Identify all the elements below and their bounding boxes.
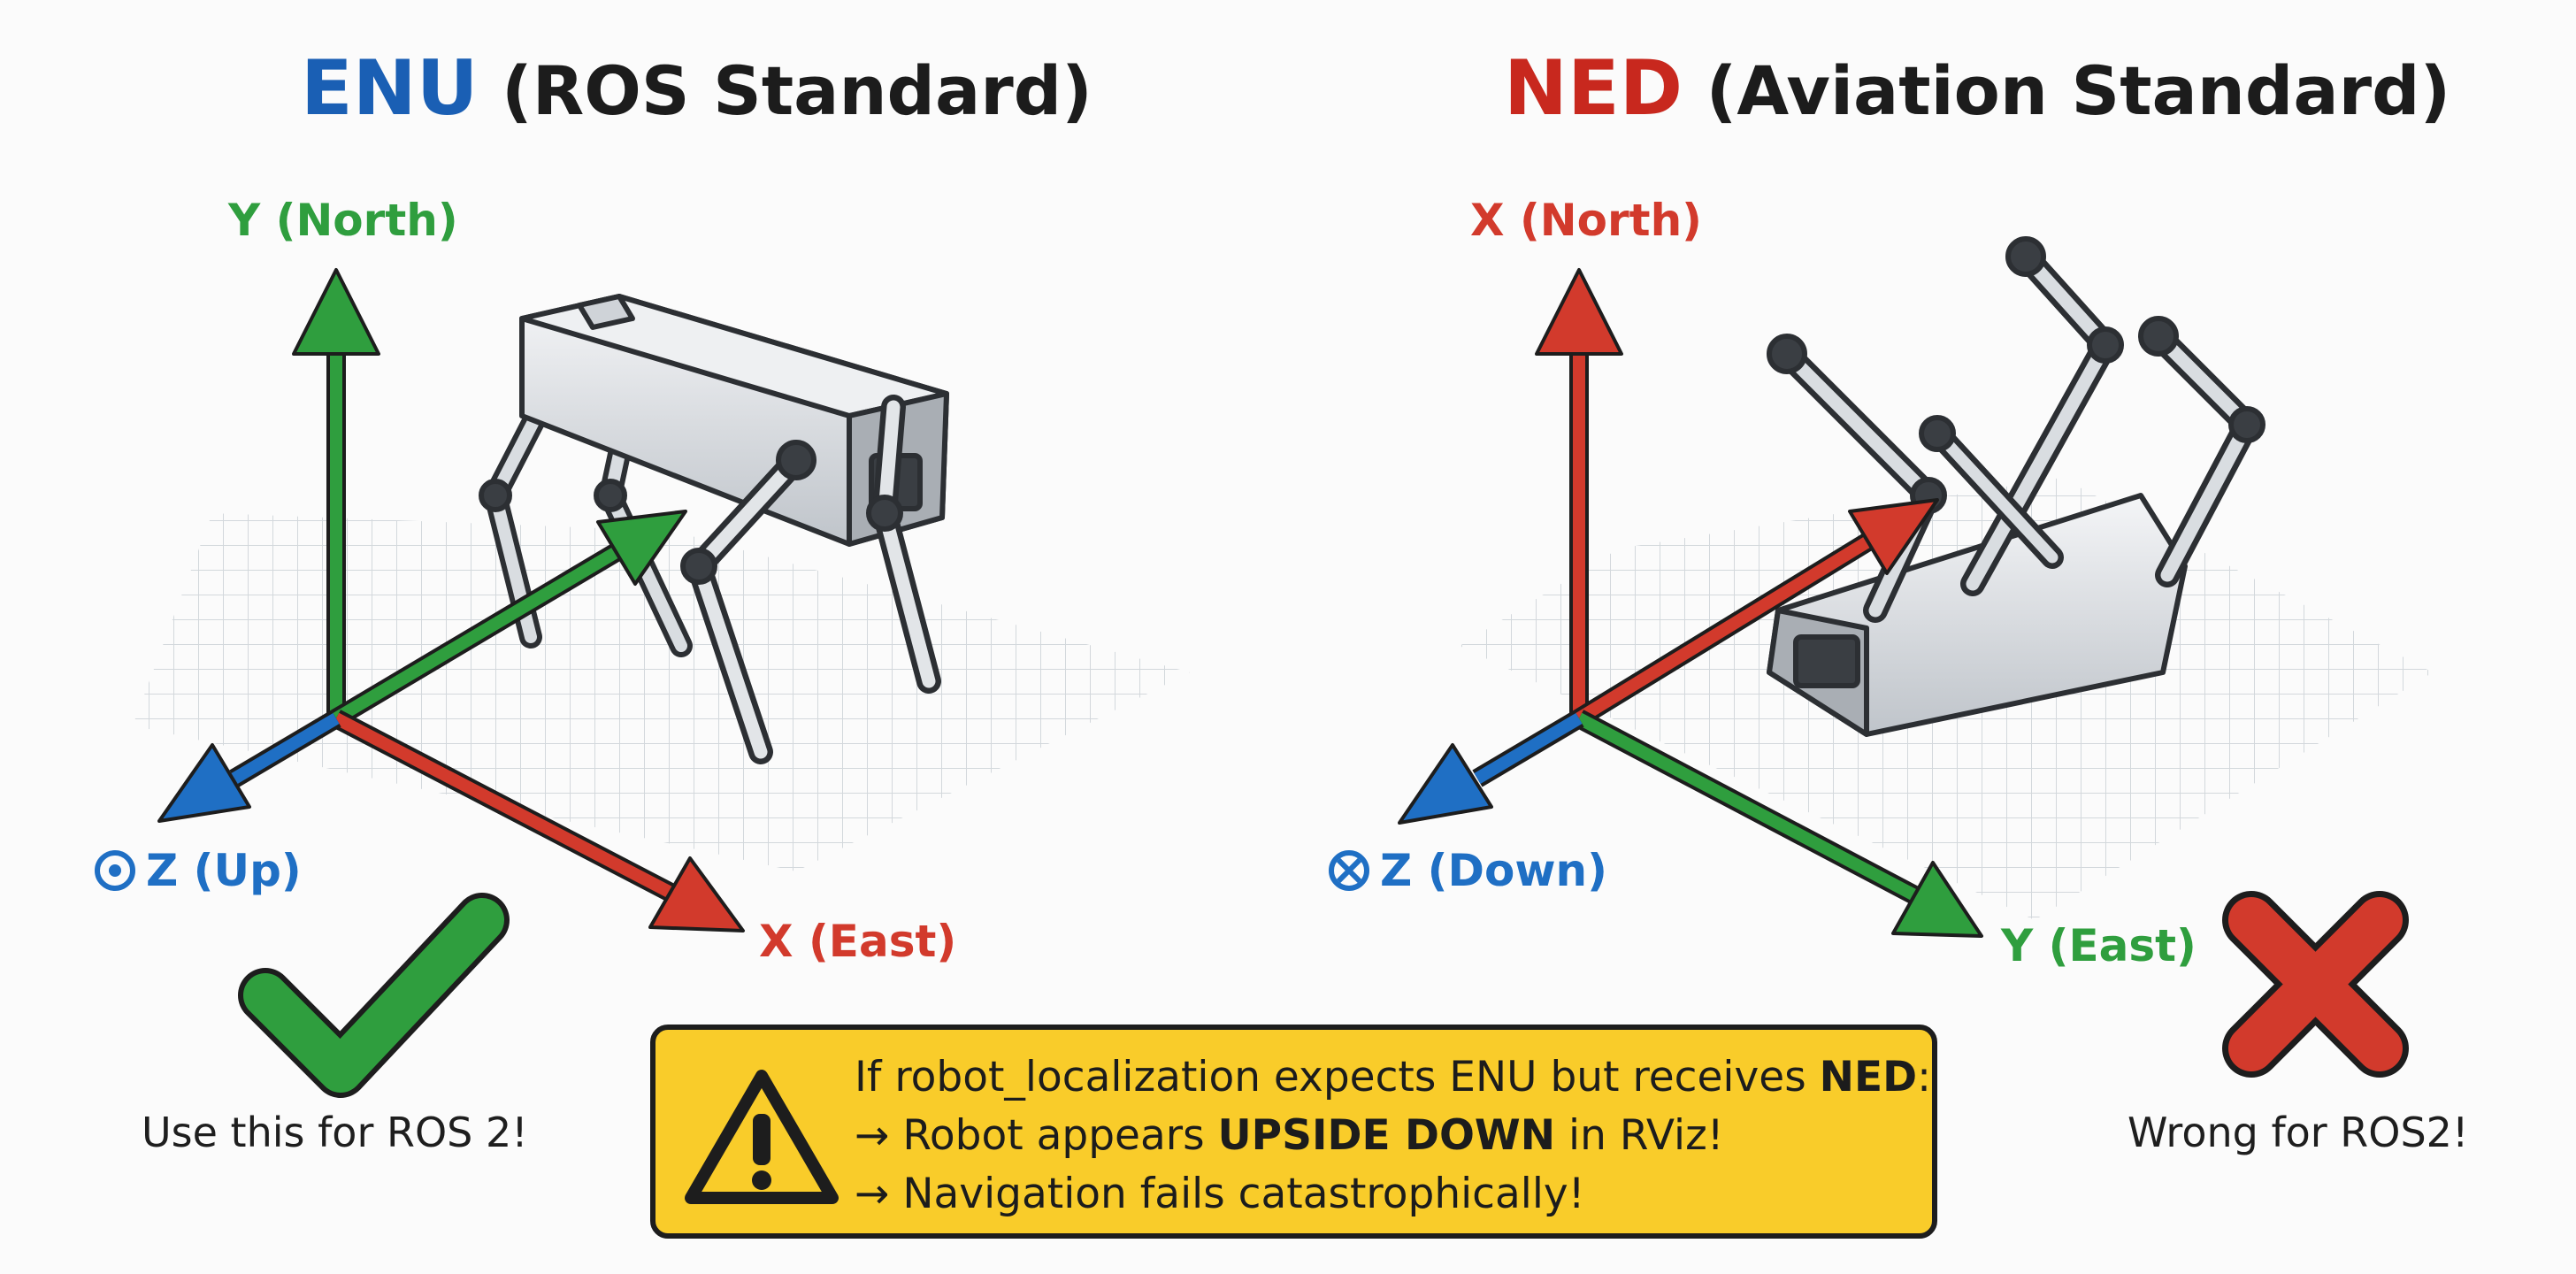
enu-robot [479,294,949,764]
warning-line-3: → Navigation fails catastrophically! [855,1170,1585,1218]
enu-panel-title: ENU (ROS Standard) [301,44,1092,133]
enu-ground-grid [133,513,1190,871]
ned-axes [1398,268,1983,938]
enu-caption: Use this for ROS 2! [142,1109,528,1156]
enu-z-arrowhead [157,743,251,823]
warning-banner: If robot_localization expects ENU but re… [650,1025,1937,1239]
enu-z-axis-text: Z (Up) [146,845,302,896]
ned-acronym: NED [1504,44,1683,133]
enu-acronym: ENU [301,44,479,133]
enu-title-rest: (ROS Standard) [502,51,1092,130]
ned-robot [1767,236,2266,737]
warning-line-2-suffix: in RViz! [1555,1111,1724,1160]
ned-z-axis-text: Z (Down) [1380,845,1608,896]
ned-title-rest: (Aviation Standard) [1706,51,2451,130]
ned-z-axis-label: Z (Down) [1327,845,1607,896]
out-of-page-dot-icon [95,850,135,891]
enu-x-arrowhead [648,856,745,932]
warning-line-1-suffix: : [1917,1053,1931,1101]
enu-y-arrowhead [292,268,380,356]
ned-panel-title: NED (Aviation Standard) [1504,44,2450,133]
wrong-cross-icon [2222,891,2409,1078]
warning-line-1-bold: NED [1819,1053,1918,1101]
enu-axes [157,268,745,932]
ned-z-arrowhead [1398,743,1493,825]
ned-y-axis-label: Y (East) [2001,920,2196,971]
warning-line-2-bold: UPSIDE DOWN [1217,1111,1556,1160]
ned-x-axis-label: X (North) [1470,195,1703,246]
warning-line-1: If robot_localization expects ENU but re… [855,1053,1931,1101]
warning-line-1-text: If robot_localization expects ENU but re… [855,1053,1820,1101]
into-page-cross-icon [1329,850,1369,891]
warning-triangle-icon [685,1070,839,1204]
enu-z-axis-label: Z (Up) [93,845,302,896]
correct-check-icon [238,893,510,1098]
ned-y-arrowhead [1891,861,1983,938]
enu-x-axis-label: X (East) [759,916,957,967]
ned-x-arrowhead [1535,268,1623,356]
warning-line-2: → Robot appears UPSIDE DOWN in RViz! [855,1111,1724,1160]
warning-line-2-text: → Robot appears [855,1111,1218,1160]
ned-caption: Wrong for ROS2! [2128,1109,2469,1156]
enu-y-axis-label: Y (North) [228,195,458,246]
